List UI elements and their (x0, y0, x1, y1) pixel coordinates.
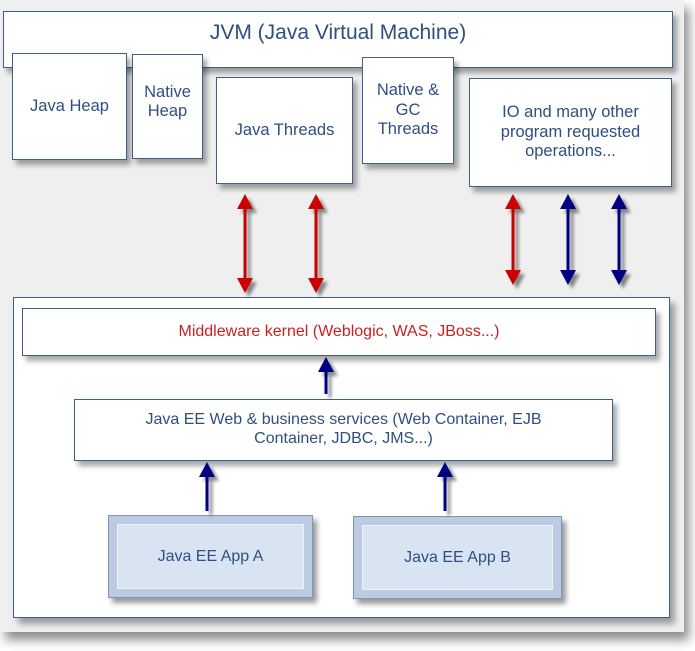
java-ee-services-box: Java EE Web & business services (Web Con… (74, 399, 613, 461)
java-ee-services-label: Java EE Web & business services (Web Con… (145, 411, 542, 447)
middleware-kernel-label: Middleware kernel (Weblogic, WAS, JBoss.… (178, 322, 500, 340)
java-heap-label: Java Heap (30, 96, 109, 115)
java-threads-label: Java Threads (234, 120, 335, 139)
native-heap-box: Native Heap (132, 54, 203, 159)
java-heap-box: Java Heap (12, 53, 127, 160)
native-heap-label: Native Heap (144, 83, 191, 121)
java-ee-app-b: Java EE App B (353, 516, 562, 599)
middleware-kernel-box: Middleware kernel (Weblogic, WAS, JBoss.… (22, 308, 656, 356)
io-operations-box: IO and many other program requested oper… (469, 78, 672, 187)
java-threads-box: Java Threads (216, 77, 353, 184)
java-ee-app-a: Java EE App A (108, 515, 313, 598)
java-ee-app-b-label: Java EE App B (404, 548, 511, 566)
native-gc-threads-box: Native & GC Threads (362, 57, 454, 164)
jvm-title: JVM (Java Virtual Machine) (209, 21, 467, 44)
jvm-box: JVM (Java Virtual Machine) (3, 11, 673, 68)
native-gc-threads-label: Native & GC Threads (376, 81, 440, 139)
java-ee-app-a-label: Java EE App A (157, 547, 264, 565)
io-operations-label: IO and many other program requested oper… (500, 103, 641, 161)
